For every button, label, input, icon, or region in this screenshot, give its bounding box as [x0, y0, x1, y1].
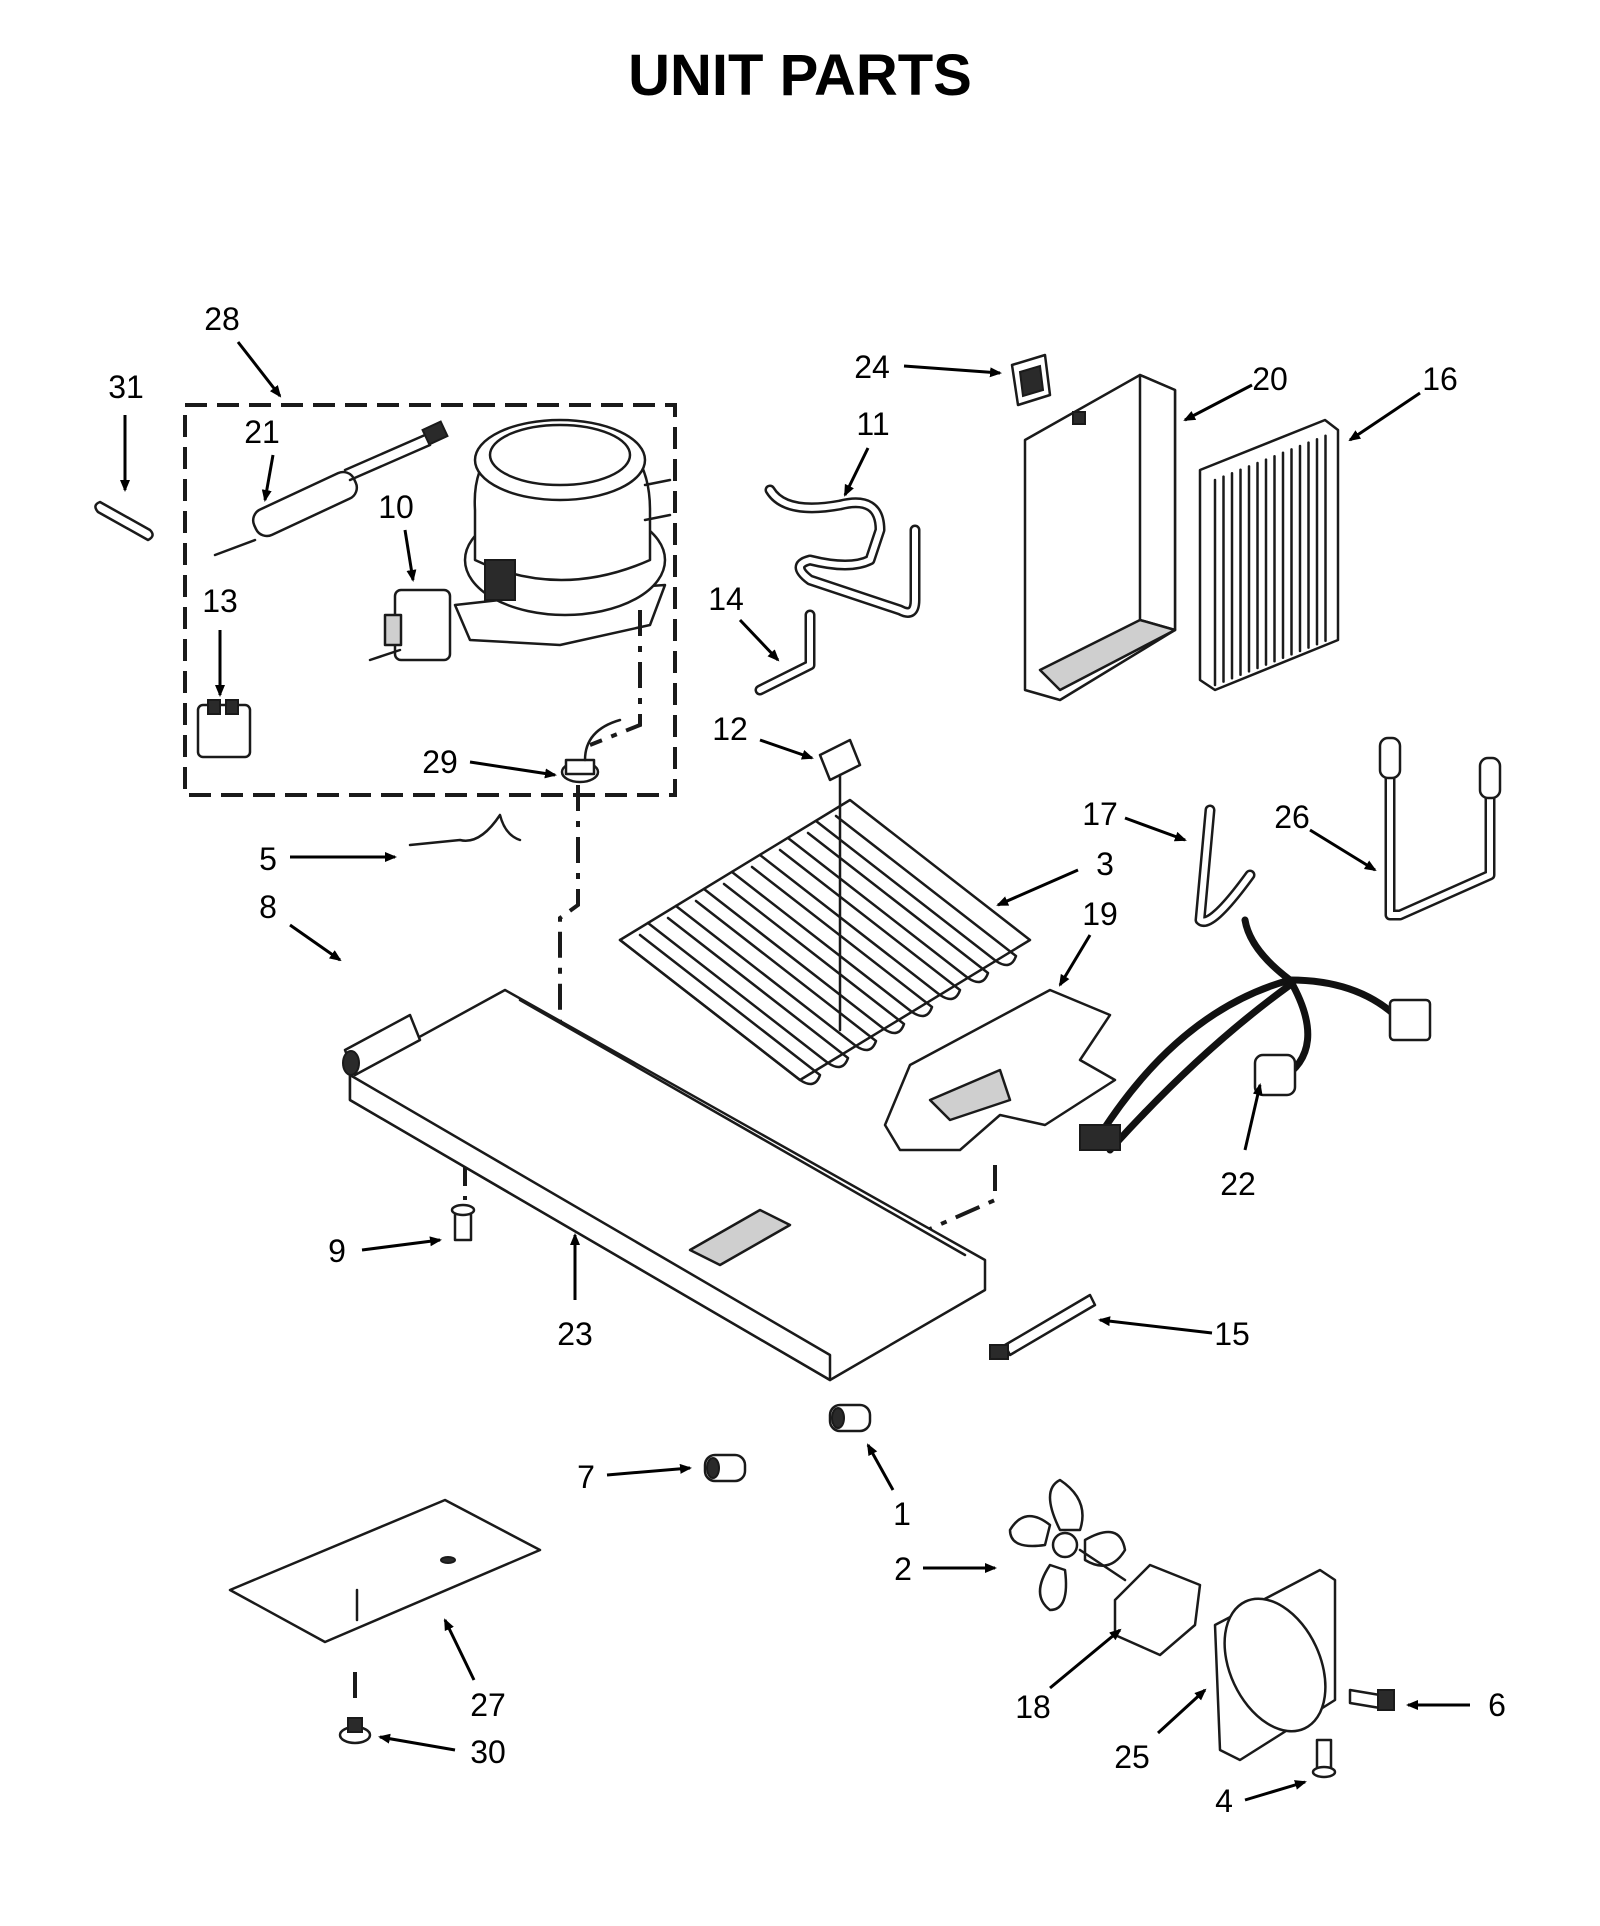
callout-11: 11: [856, 406, 889, 442]
tie-strap: [989, 1293, 1097, 1360]
compressor-grommet: [560, 718, 622, 784]
wire-5: [408, 813, 522, 847]
callout-labels: 28 31 21 10 13 29 24 20 16 11 14 12 17 2…: [108, 301, 1506, 1819]
callout-14: 14: [708, 581, 744, 617]
tube-17: [1194, 804, 1256, 927]
fan-shroud: [1213, 1568, 1337, 1762]
callout-15: 15: [1214, 1316, 1250, 1352]
clip-30: [338, 1717, 372, 1745]
callout-6: 6: [1488, 1687, 1506, 1723]
tube-26: [1378, 736, 1502, 921]
callout-13: 13: [202, 583, 238, 619]
clip-12: [818, 738, 862, 1032]
callout-24: 24: [854, 349, 890, 385]
base-plate: [348, 988, 987, 1382]
callout-21: 21: [244, 414, 280, 450]
callout-16: 16: [1422, 361, 1458, 397]
defrost-heater-coil: [618, 798, 1032, 1086]
fan-blade: [1008, 1478, 1127, 1612]
callout-22: 22: [1220, 1166, 1256, 1202]
callout-20: 20: [1252, 361, 1288, 397]
callout-26: 26: [1274, 799, 1310, 835]
callout-7: 7: [577, 1459, 595, 1495]
callout-5: 5: [259, 841, 277, 877]
grommet-7: [703, 1453, 747, 1483]
callout-25: 25: [1114, 1739, 1150, 1775]
wire-harness: [1079, 916, 1432, 1154]
screw-6: [1348, 1688, 1395, 1711]
strap: [94, 500, 154, 542]
callout-23: 23: [557, 1316, 593, 1352]
sleeve-8: [342, 1013, 422, 1077]
evaporator-cover: [1023, 373, 1177, 702]
tube-11: [764, 484, 921, 618]
callout-18: 18: [1015, 1689, 1051, 1725]
connection-line: [558, 785, 580, 1150]
page-title: UNIT PARTS: [628, 43, 972, 108]
compressor-kit-boundary: [183, 403, 677, 797]
drain-pan: [883, 988, 1117, 1152]
callout-19: 19: [1082, 896, 1118, 932]
grommet-1: [828, 1403, 872, 1433]
callout-1: 1: [893, 1496, 911, 1532]
screw-4: [1311, 1738, 1337, 1779]
tube-14: [754, 609, 816, 696]
relay-overload: [368, 588, 452, 662]
callout-2: 2: [894, 1551, 912, 1587]
callout-17: 17: [1082, 796, 1118, 832]
callout-8: 8: [259, 889, 277, 925]
evaporator: [1198, 418, 1340, 692]
connection-line: [589, 610, 642, 747]
screw-9: [450, 1203, 476, 1242]
bracket-24: [1010, 353, 1052, 407]
callout-29: 29: [422, 744, 458, 780]
callout-10: 10: [378, 489, 414, 525]
callout-28: 28: [204, 301, 240, 337]
callout-leaders: [120, 341, 1470, 1802]
capacitor: [196, 699, 252, 759]
callout-12: 12: [712, 711, 748, 747]
compressor: [453, 418, 672, 647]
filter-drier: [213, 420, 449, 557]
callout-30: 30: [470, 1734, 506, 1770]
callout-9: 9: [328, 1233, 346, 1269]
callout-27: 27: [470, 1687, 506, 1723]
callout-3: 3: [1096, 846, 1114, 882]
callout-31: 31: [108, 369, 144, 405]
panel-27: [228, 1498, 542, 1644]
callout-4: 4: [1215, 1783, 1233, 1819]
